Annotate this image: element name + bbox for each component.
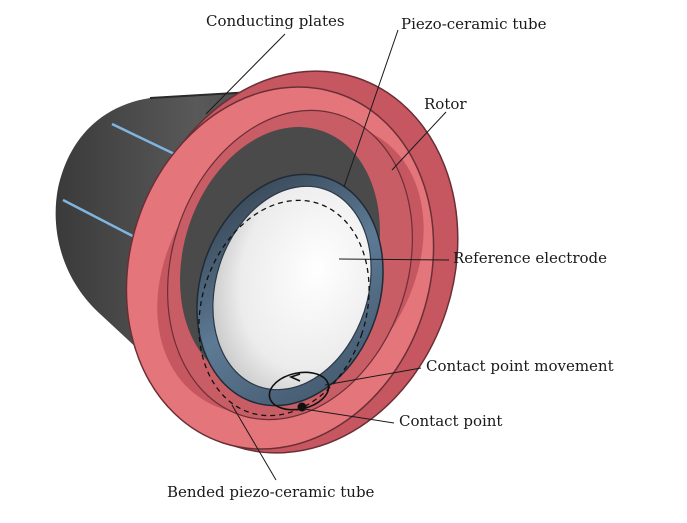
movement-arrow-icon: [288, 373, 301, 382]
leader-piezo-tube: [343, 29, 399, 188]
label-conducting-plates: Conducting plates: [206, 12, 345, 30]
label-bended-piezo-ceramic-tube: Bended piezo-ceramic tube: [167, 483, 375, 501]
leader-conducting-plates: [205, 33, 286, 115]
label-contact-point-movement: Contact point movement: [426, 357, 614, 375]
tube-top-edge: [149, 91, 253, 99]
bended-tube-outline: [198, 199, 370, 417]
label-contact-point: Contact point: [399, 412, 503, 430]
leader-contact-movement: [324, 367, 422, 386]
label-rotor: Rotor: [424, 95, 467, 113]
reference-electrode: [212, 185, 372, 391]
leader-lines: [205, 29, 450, 481]
leader-rotor: [391, 111, 447, 171]
leader-reference-electrode: [338, 258, 450, 261]
leader-bended-tube: [231, 404, 277, 481]
contact-point: [297, 402, 307, 412]
label-reference-electrode: Reference electrode: [453, 249, 608, 267]
leader-contact-point: [303, 408, 395, 424]
label-piezo-ceramic-tube: Piezo-ceramic tube: [401, 15, 547, 33]
